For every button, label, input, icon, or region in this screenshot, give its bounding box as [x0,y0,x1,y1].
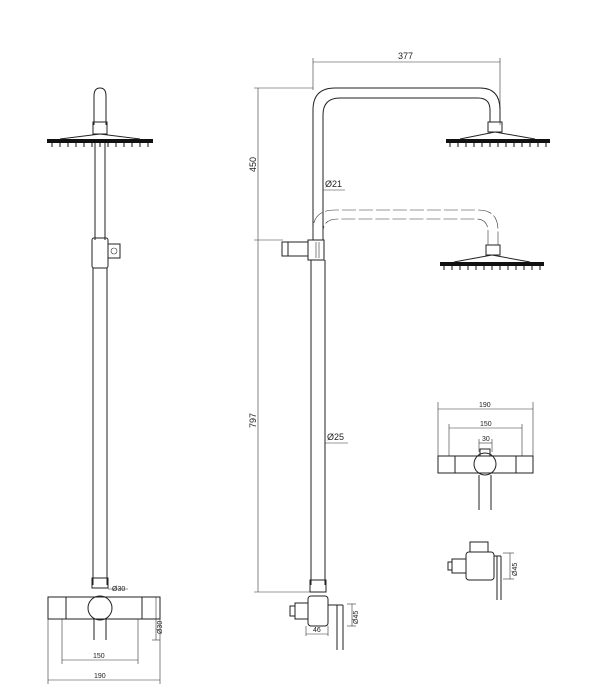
detail-mixer-body [437,455,534,474]
front-shower-head [47,139,153,143]
detail-centres-label: 150 [480,421,492,428]
lower-riser-diameter-label: Ø25 [327,432,344,442]
front-valve-projection-label: Ø30 [157,621,164,634]
side-shower-head-low [440,262,544,266]
front-slider-bracket [91,237,109,269]
side-view: 377 Ø [248,51,550,650]
front-mixer-valve [47,596,161,620]
detail-side-diameter-label: Ø45 [512,563,519,576]
detail-width-label: 190 [479,402,491,409]
detail-side-body [465,551,495,581]
upper-height-label: 450 [248,157,258,172]
side-valve-depth-label: 46 [313,627,321,634]
upper-riser-diameter-label: Ø21 [325,179,342,189]
arm-length-label: 377 [398,51,413,61]
front-width-label: 190 [94,673,106,680]
side-shower-head-high [446,139,550,143]
detail-side-view: Ø45 [447,541,519,600]
front-view: Ø30 Ø30 150 190 [47,87,164,684]
front-valve-diameter-label: Ø30 [112,586,125,593]
side-valve-diameter-label: Ø45 [353,611,360,624]
detail-front-view: 190 150 30 [437,402,534,510]
front-centres-label: 150 [93,653,105,660]
detail-spout-label: 30 [482,436,490,443]
lower-height-label: 797 [248,413,258,428]
side-mixer-valve [307,595,329,627]
